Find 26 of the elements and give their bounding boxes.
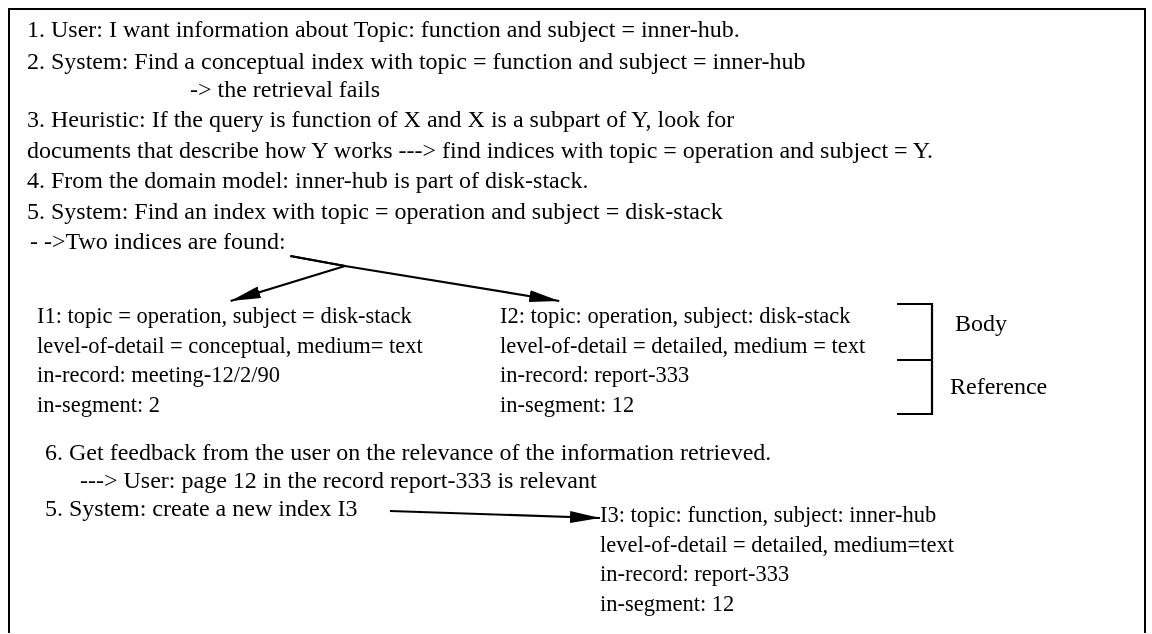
index-record-line: in-segment: 2 xyxy=(37,390,161,419)
index-record-line: level-of-detail = conceptual, medium= text xyxy=(37,331,423,360)
index-record-line: in-record: report-333 xyxy=(500,361,690,389)
step-text: 5. System: Find an index with topic = operation and subject = disk-stack xyxy=(27,197,723,226)
index-record-line: I3: topic: function, subject: inner-hub xyxy=(600,501,937,529)
step-text: 5. System: create a new index I3 xyxy=(45,493,390,523)
index-record-line: I2: topic: operation, subject: disk-stack xyxy=(500,302,851,330)
step-text: 3. Heuristic: If the query is function of X and X is a subpart of Y, look for documents that describe how Y works ---> find indices with topic = operation and subject = Y. xyxy=(27,105,934,165)
step-text: - ->Two indices are found: xyxy=(30,226,310,256)
index-record-line: level-of-detail = detailed, medium=text xyxy=(600,530,954,559)
index-record-line: in-record: report-333 xyxy=(600,560,790,588)
step-text: 2. System: Find a conceptual index with topic = function and subject = inner-hub xyxy=(27,47,806,76)
step-text: 1. User: I want information about Topic: function and subject = inner-hub. xyxy=(27,15,740,44)
step-text: 4. From the domain model: inner-hub is part of disk-stack. xyxy=(27,166,589,195)
step-text: ---> User: page 12 in the record report-333 is relevant xyxy=(80,466,597,495)
step-text: Body xyxy=(955,309,1007,338)
step-text: -> the retrieval fails xyxy=(190,75,381,104)
index-record-line: in-record: meeting-12/2/90 xyxy=(37,361,281,389)
index-record-line: I1: topic = operation, subject = disk-stack xyxy=(37,302,412,330)
arrow xyxy=(389,509,601,523)
step-text: 6. Get feedback from the user on the relevance of the information retrieved. xyxy=(45,438,772,467)
arrow xyxy=(290,254,560,303)
index-record-line: in-segment: 12 xyxy=(500,390,635,419)
step-text: Reference xyxy=(950,372,1048,401)
index-record-line: level-of-detail = detailed, medium = text xyxy=(500,331,866,360)
index-record-line: in-segment: 12 xyxy=(600,589,735,618)
